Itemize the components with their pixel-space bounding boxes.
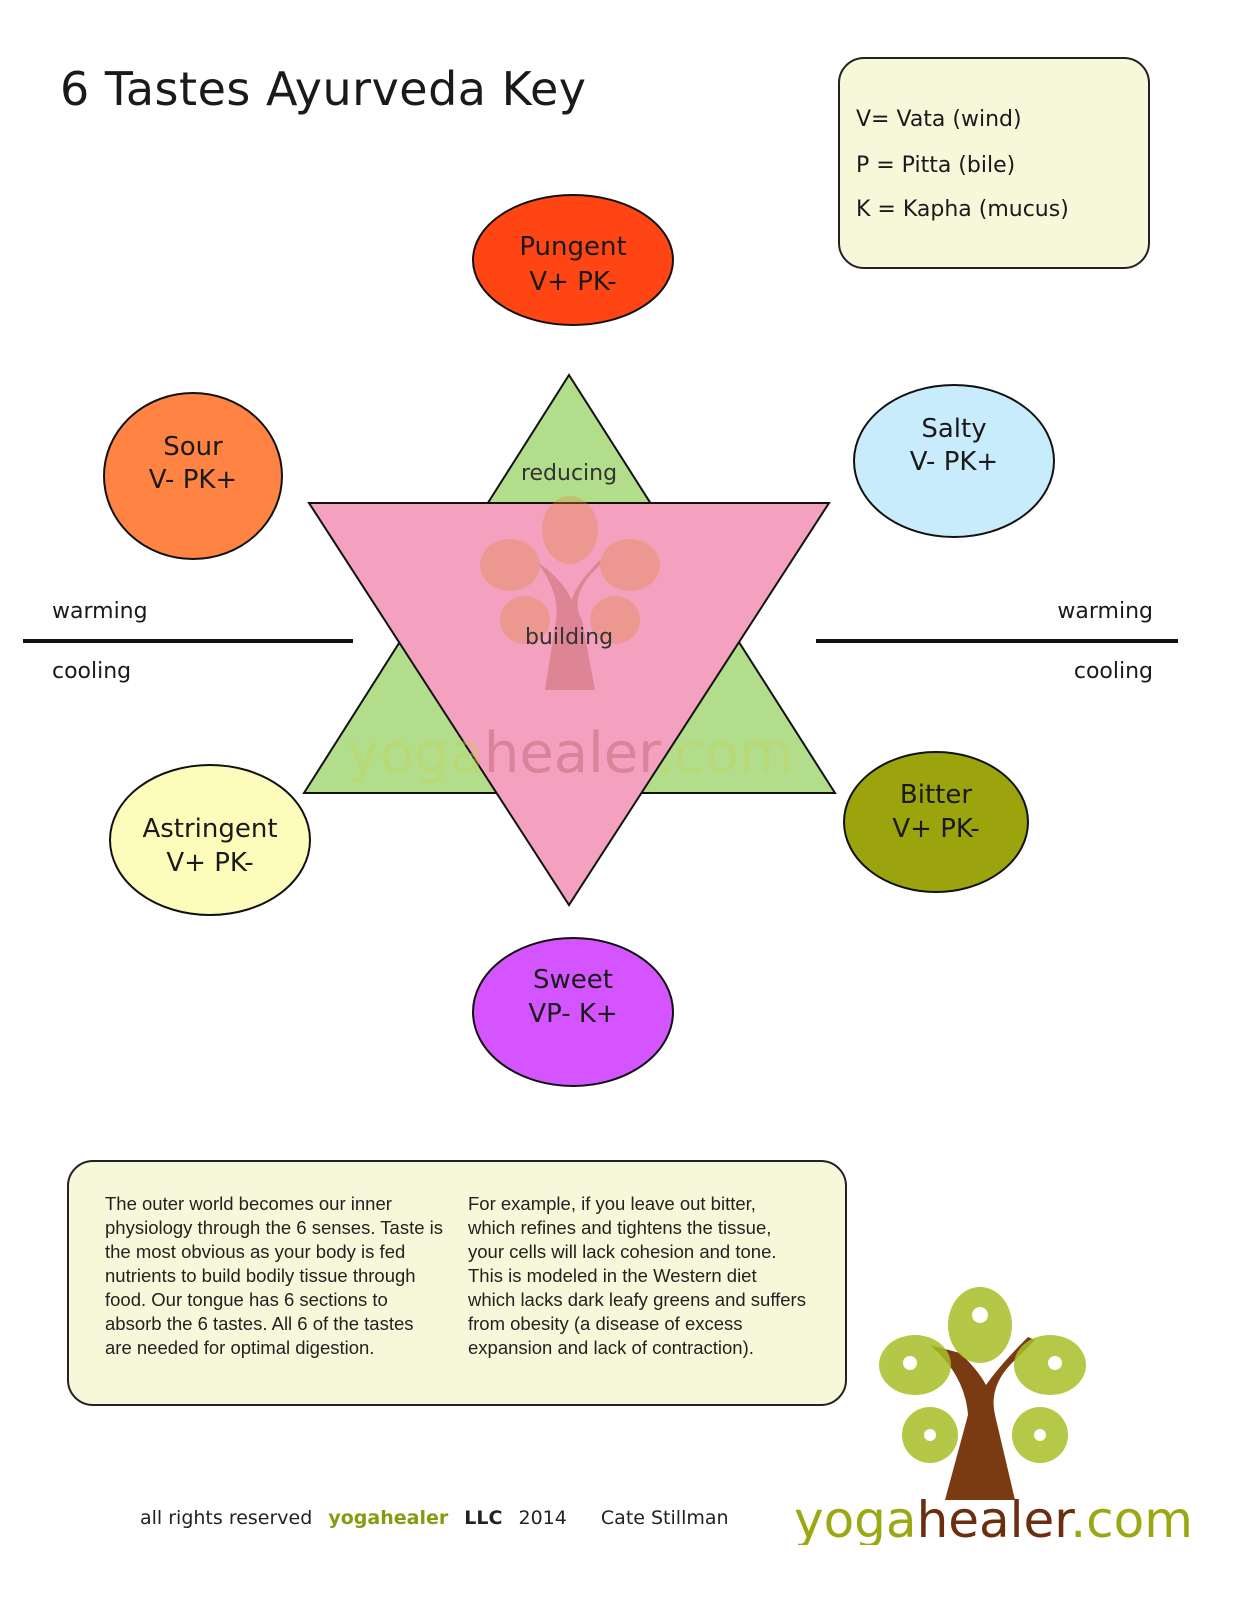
pungent-name: Pungent <box>519 232 626 262</box>
footer-llc: LLC <box>464 1507 503 1529</box>
legend-vata: V= Vata (wind) <box>856 107 1022 132</box>
taste-pungent: Pungent V+ PK- <box>472 194 674 326</box>
taste-bitter: Bitter V+ PK- <box>843 751 1029 893</box>
watermark-tree-icon <box>480 496 660 690</box>
sour-name: Sour <box>163 432 223 462</box>
building-triangle <box>307 502 831 907</box>
reducing-label: reducing <box>521 461 617 486</box>
taste-sweet: Sweet VP- K+ <box>472 937 674 1087</box>
astringent-name: Astringent <box>142 814 277 844</box>
footer-rights: all rights reserved <box>140 1507 313 1529</box>
salty-effect: V- PK+ <box>910 447 998 477</box>
right-warming-label: warming <box>1057 599 1153 624</box>
watermark-text: yogahealer.com <box>347 721 794 786</box>
left-warming-label: warming <box>52 599 148 624</box>
sweet-name: Sweet <box>533 965 613 995</box>
sweet-effect: VP- K+ <box>528 999 617 1029</box>
astringent-oval <box>109 764 311 916</box>
page-title: 6 Tastes Ayurveda Key <box>60 62 587 116</box>
footer: all rights reserved yogahealer LLC 2014 … <box>140 1507 739 1529</box>
left-cooling-label: cooling <box>52 659 131 684</box>
tree-logo-icon <box>879 1287 1086 1500</box>
taste-sour: Sour V- PK+ <box>103 392 283 560</box>
footer-brand: yogahealer <box>328 1507 449 1529</box>
taste-salty: Salty V- PK+ <box>853 384 1055 538</box>
bitter-effect: V+ PK- <box>892 814 979 844</box>
footer-year: 2014 <box>518 1507 567 1529</box>
info-box: The outer world becomes our inner physio… <box>67 1160 847 1406</box>
salty-oval <box>853 384 1055 538</box>
legend-kapha: K = Kapha (mucus) <box>856 197 1069 222</box>
sweet-oval <box>472 937 674 1087</box>
yogahealer-logo: yogahealer.com <box>794 1287 1190 1545</box>
info-paragraph-1: The outer world becomes our inner physio… <box>105 1193 444 1358</box>
dosha-legend-box: V= Vata (wind) P = Pitta (bile) K = Kaph… <box>838 57 1150 269</box>
info-paragraph-2: For example, if you leave out bitter, wh… <box>468 1193 806 1358</box>
pungent-oval <box>472 194 674 326</box>
bitter-oval <box>843 751 1029 893</box>
pungent-effect: V+ PK- <box>529 267 616 297</box>
astringent-effect: V+ PK- <box>166 848 253 878</box>
footer-author: Cate Stillman <box>600 1507 729 1529</box>
sour-effect: V- PK+ <box>149 465 237 495</box>
right-cooling-label: cooling <box>1074 659 1153 684</box>
salty-name: Salty <box>921 414 986 444</box>
legend-pitta: P = Pitta (bile) <box>856 153 1016 178</box>
sour-oval <box>103 392 283 560</box>
logo-wordmark: yogahealer.com <box>794 1491 1190 1545</box>
six-tastes-diagram: warming cooling warming cooling yogaheal… <box>23 194 1178 1087</box>
bitter-name: Bitter <box>900 780 972 810</box>
taste-astringent: Astringent V+ PK- <box>109 764 311 916</box>
building-label: building <box>525 625 613 650</box>
